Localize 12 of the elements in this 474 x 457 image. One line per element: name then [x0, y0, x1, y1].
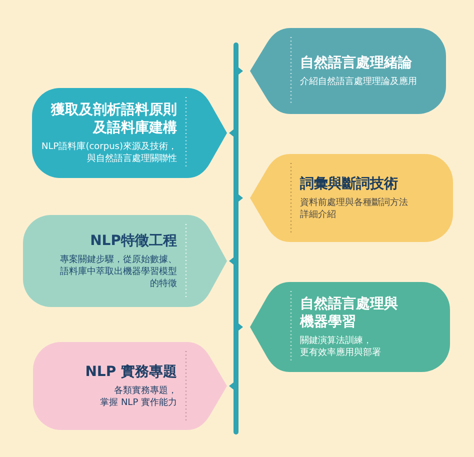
card-title: 自然語言處理緒論 [300, 54, 412, 72]
card-title: 自然語言處理與機器學習 [300, 295, 399, 331]
card-title: 獲取及剖析語料原則及語料庫建構 [50, 101, 177, 137]
card-description: 關鍵演算法訓練，更有效率應用與部署 [300, 335, 382, 359]
card-description: 專案關鍵步驟，從原始數據、語料庫中萃取出機器學習模型的特徵 [59, 254, 177, 290]
card-title: 詞彙與斷詞技術 [300, 175, 398, 193]
card-title: NLP特徵工程 [90, 232, 177, 250]
card-description: 各類實務專題，掌握 NLP 實作能力 [99, 385, 177, 409]
card-description: NLP語料庫(corpus)來源及技術，與自然語言處理關聯性 [40, 141, 177, 165]
card-title: NLP 實務專題 [85, 363, 177, 381]
card-description: 資料前處理與各種斷詞方法詳細介紹 [300, 197, 409, 221]
card-description: 介紹自然語言處理理論及應用 [300, 76, 417, 88]
